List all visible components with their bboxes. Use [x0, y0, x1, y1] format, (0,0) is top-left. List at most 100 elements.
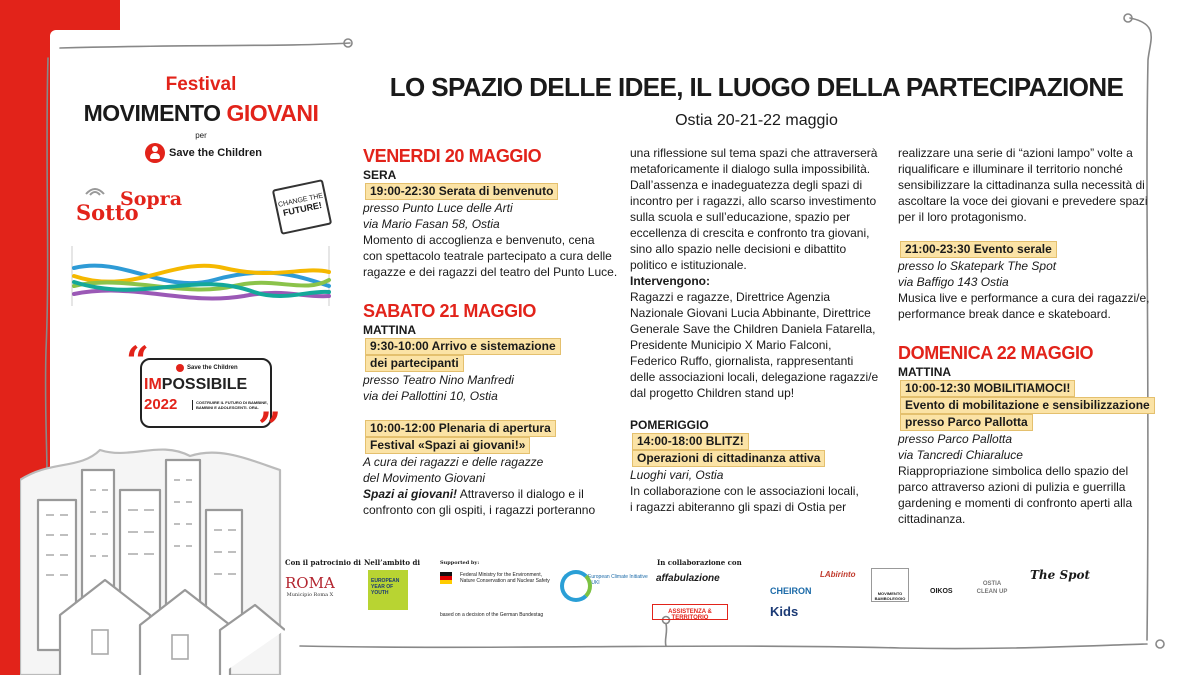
saturday-event1-address: via dei Pallottini 10, Ostia: [363, 389, 498, 403]
impossibile-title-im: IM: [144, 376, 162, 393]
sunday-desc-line: parco attraverso azioni di pulizia e gue…: [898, 480, 1126, 494]
save-the-children-name: Save the Children: [169, 147, 262, 159]
sunday-desc-line: Riappropriazione simbolica dello spazio …: [898, 464, 1129, 478]
middle-line: metaforicamente il dialogo sulla impossi…: [630, 162, 871, 176]
evening-desc-line: performance break dance e skateboard.: [898, 307, 1111, 321]
right-cont-line: riqualificare e illuminare il territorio…: [898, 162, 1123, 176]
sunday-desc-line: gardening e momenti di confronto aperti …: [898, 496, 1133, 510]
sottosopra-text-1: Sotto: [76, 200, 139, 225]
right-cont-line: sensibilizzare la cittadinanza sulla nec…: [898, 178, 1145, 192]
evening-event-time: 21:00-23:30 Evento serale: [900, 241, 1057, 258]
middle-line: eccellenza di crescita e confronto tra g…: [630, 226, 870, 240]
impossibile-logo-frame: [140, 358, 272, 428]
impossibile-org-name: Save the Children: [187, 365, 238, 371]
german-flag-icon: [440, 572, 452, 584]
festival-label: Festival: [165, 74, 237, 95]
assistenza-territorio-logo: ASSISTENZA & TERRITORIO: [652, 604, 728, 621]
saturday-event1-line1: 9:30-10:00 Arrivo e sistemazione: [365, 338, 561, 355]
affabulazione-logo: affabulazione: [656, 573, 720, 584]
right-cont-line: per il loro protagonismo.: [898, 210, 1027, 224]
impossibile-title-rest: POSSIBILE: [161, 376, 248, 393]
friday-desc-line: ragazze e dei ragazzi del teatro del Pun…: [363, 265, 618, 279]
friday-day-heading: VENERDI 20 MAGGIO: [363, 146, 542, 166]
saturday-event2-by: del Movimento Giovani: [363, 471, 486, 485]
column-right: realizzare una serie di “azioni lampo” v…: [898, 145, 1155, 527]
saturday-day-heading: SABATO 21 MAGGIO: [363, 301, 536, 321]
bundestag-note: based on a decision of the German Bundes…: [440, 612, 544, 618]
intervene-line: Nazionale Giovani Lucia Abbinante, Diret…: [630, 306, 871, 320]
save-the-children-icon: [145, 143, 165, 163]
wifi-icon: [85, 188, 105, 196]
evening-place: presso lo Skatepark The Spot: [898, 259, 1057, 273]
sunday-desc-line: cittadinanza.: [898, 512, 966, 526]
movimento-logo: MOVIMENTO BAMBOLEGGIO: [871, 568, 909, 602]
sunday-address: via Tancredi Chiaraluce: [898, 448, 1023, 462]
friday-period: SERA: [363, 168, 397, 182]
cheiron-logo: CHEIRON: [770, 586, 812, 596]
middle-line: politico e istituzionale.: [630, 258, 747, 272]
sottosopra-text-2: Sopra: [120, 188, 183, 210]
blitz-line1: 14:00-18:00 BLITZ!: [632, 433, 749, 450]
middle-line: Dall’assenza e inadeguatezza degli spazi…: [630, 178, 863, 192]
middle-line: una riflessione sul tema spazi che attra…: [630, 146, 878, 160]
intervene-line: Federico Ruffo, giornalista, rappresenta…: [630, 354, 854, 368]
sunday-period: MATTINA: [898, 365, 952, 379]
intervene-line: delle associazioni locali, delegazione r…: [630, 370, 879, 384]
saturday-event2-desc-text: Attraverso il dialogo e il: [457, 487, 584, 501]
festival-name-part2: GIOVANI: [226, 100, 319, 126]
evening-desc-line: Musica live e performance a cura dei rag…: [898, 291, 1150, 305]
impossibile-subtitle: COSTRUIRE IL FUTURO DI BAMBINE, BAMBINI …: [192, 400, 268, 410]
saturday-event2-line2: Festival «Spazi ai giovani!»: [365, 437, 531, 454]
sottosopra-logo: Sotto Sopra: [76, 188, 186, 233]
city-sketch-illustration: [20, 448, 285, 675]
sunday-event-line3: presso Parco Pallotta: [900, 414, 1033, 431]
close-quote-mark: ”: [258, 404, 282, 451]
saturday-event2-by: A cura dei ragazzi e delle ragazze: [363, 455, 544, 469]
impossibile-org-icon: [176, 364, 184, 372]
the-spot-logo: The Spot: [1030, 568, 1091, 582]
festival-name-part1: MOVIMENTO: [83, 100, 227, 126]
friday-desc-line: Momento di accoglienza e benvenuto, cena: [363, 233, 595, 247]
roma-logo-text: ROMA: [285, 574, 335, 592]
sunday-event-line2: Evento di mobilitazione e sensibilizzazi…: [900, 397, 1155, 414]
right-cont-line: ascoltare la voce dei giovani e preveder…: [898, 194, 1148, 208]
page-subtitle: Ostia 20-21-22 maggio: [675, 112, 838, 129]
blitz-place: Luoghi vari, Ostia: [630, 468, 724, 482]
blitz-line2: Operazioni di cittadinanza attiva: [632, 450, 826, 467]
impossibile-title: IMPOSSIBILE: [144, 376, 247, 394]
euki-logo: European Climate Initiative EUKI: [560, 570, 655, 602]
festival-per: per: [195, 131, 207, 140]
saturday-period: MATTINA: [363, 323, 417, 337]
impossibile-org: Save the Children: [176, 364, 238, 372]
middle-line: incontro per i ragazzi, allo scarso inve…: [630, 194, 877, 208]
intervene-line: Presidente Municipio X Mario Falconi,: [630, 338, 832, 352]
labirinto-logo: LAbirinto: [820, 570, 856, 579]
intervene-line: Ragazzi e ragazze, Direttrice Agenzia: [630, 290, 831, 304]
roma-logo-sub: Municipio Roma X: [286, 592, 334, 598]
oikos-logo: OIKOS: [930, 588, 953, 595]
saturday-event2-line1: 10:00-12:00 Plenaria di apertura: [365, 420, 556, 437]
saturday-event2-desc-line: confronto con gli ospiti, i ragazzi port…: [363, 503, 596, 517]
blitz-desc-line: In collaborazione con le associazioni lo…: [630, 484, 859, 498]
colored-waves-graphic: [71, 246, 331, 306]
saturday-event1-line2: dei partecipanti: [365, 355, 464, 372]
kids-logo: Kids: [770, 604, 799, 619]
bmu-logo-text: Federal Ministry for the Environment, Na…: [460, 572, 550, 584]
footer-ambito-label: Nell’ambito di: [364, 558, 420, 567]
intervene-line: Generale Save the Children Daniela Fatar…: [630, 322, 876, 336]
friday-event-time: 19:00-22:30 Serata di benvenuto: [365, 183, 559, 200]
sunday-event-line1: 10:00-12:30 MOBILITIAMOCI!: [900, 380, 1076, 397]
middle-line: sino allo spazio nelle decisioni e dibat…: [630, 242, 847, 256]
save-the-children-logo: Save the Children: [145, 143, 262, 163]
blitz-desc-line: i ragazzi abiteranno gli spazi di Ostia …: [630, 500, 847, 514]
afternoon-label: POMERIGGIO: [630, 418, 709, 432]
column-middle: una riflessione sul tema spazi che attra…: [630, 145, 885, 515]
festival-name: MOVIMENTO GIOVANI: [70, 100, 332, 127]
page-title: LO SPAZIO DELLE IDEE, IL LUOGO DELLA PAR…: [389, 72, 1124, 102]
saturday-event2-bold: Spazi ai giovani!: [363, 487, 458, 501]
saturday-event2-desc: Spazi ai giovani! Attraverso il dialogo …: [363, 486, 618, 502]
ostia-clean-up-logo: OSTIA CLEAN UP: [976, 581, 1008, 595]
footer-patrocinio-label: Con il patrocinio di: [285, 558, 361, 567]
open-quote-mark: “: [126, 338, 150, 385]
